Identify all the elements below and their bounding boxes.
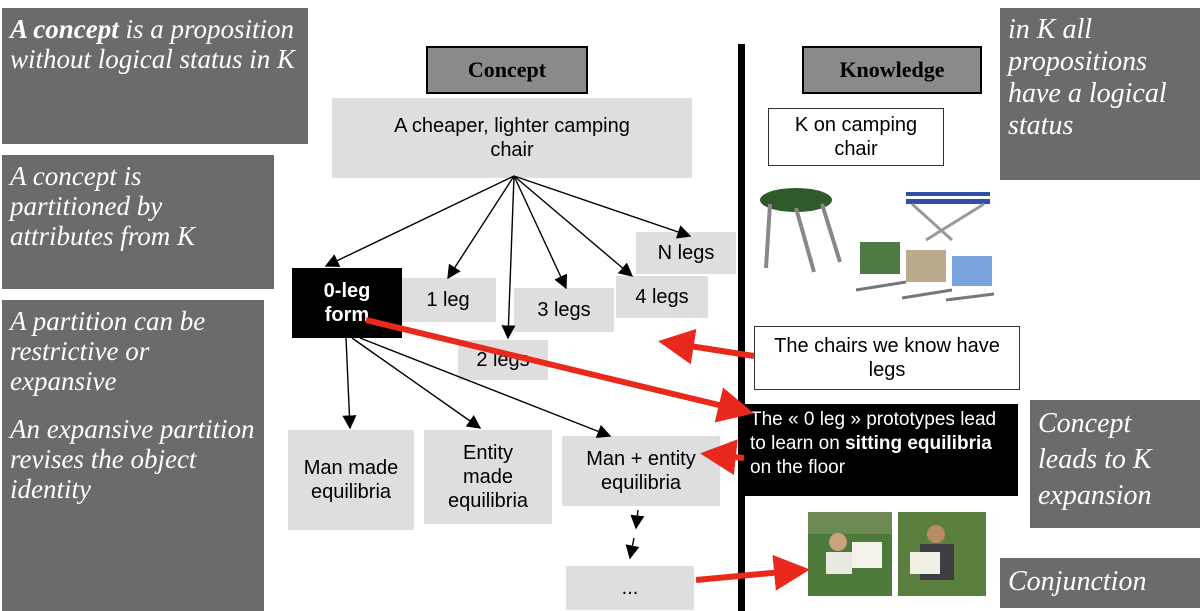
prototype-box: The « 0 leg » prototypes lead to learn o…: [742, 404, 1018, 496]
stool-leg-3: [820, 203, 842, 263]
header-concept: Concept: [426, 46, 588, 94]
k-camping-box: K on camping chair: [768, 108, 944, 166]
two-legs-box: 2 legs: [458, 340, 548, 380]
photo-2-head: [927, 525, 945, 543]
prototype-bold-text: sitting equilibria: [845, 433, 992, 454]
photo-2-paper: [910, 552, 940, 574]
one-leg-box: 1 leg: [400, 278, 496, 322]
stool-leg-2: [794, 207, 816, 273]
green-chair-leg: [855, 280, 907, 292]
stool-leg-1: [764, 203, 772, 269]
prototype-pre-text: The « 0 leg » prototypes lead to learn o…: [750, 409, 997, 454]
header-knowledge-text: Knowledge: [839, 57, 945, 82]
header-concept-text: Concept: [467, 57, 547, 82]
arrow-root-n: [513, 175, 692, 239]
note-partitioned: A concept is partitioned by attributes f…: [2, 155, 274, 289]
note-expansion-text: Concept leads to K expansion: [1038, 408, 1152, 511]
arrow-man-entity-2: [625, 537, 640, 560]
note-expansive-revision-text: An expansive partition revises the objec…: [10, 414, 255, 504]
man-made-text: Man made equilibria: [303, 457, 399, 503]
chairs-legs-box: The chairs we know have legs: [754, 326, 1020, 390]
table-stripe: [906, 196, 990, 199]
blue-chair-leg: [945, 292, 995, 302]
n-legs-text: N legs: [657, 242, 715, 264]
one-leg-text: 1 leg: [426, 289, 470, 311]
divider-line: [738, 44, 745, 611]
camping-chairs-image: [760, 188, 995, 302]
photo-1-body: [826, 552, 852, 574]
note-knowledge-status-text: in K all propositions have a logical sta…: [1008, 14, 1167, 141]
chairs-legs-text: The chairs we know have legs: [774, 335, 1000, 381]
table-leg-1: [910, 202, 954, 242]
red-arrow-ellipsis-photo: [695, 554, 810, 591]
four-legs-text: 4 legs: [635, 286, 689, 308]
root-concept-text: A cheaper, lighter camping chair: [394, 115, 630, 161]
note-concept-lead: A concept: [10, 14, 119, 44]
arrow-root-two: [501, 175, 516, 340]
note-concept-rest: is a proposition without logical status …: [10, 14, 296, 74]
n-legs-box: N legs: [636, 232, 736, 274]
root-concept-box: A cheaper, lighter camping chair: [332, 98, 692, 178]
red-arrow-prototype-man-entity: [700, 439, 745, 476]
note-concept-definition: A concept is a proposition without logic…: [2, 8, 308, 144]
note-partitioned-text: A concept is partitioned by attributes f…: [10, 161, 196, 251]
four-legs-box: 4 legs: [616, 276, 708, 318]
note-conjunction-text: Conjunction: [1008, 566, 1147, 597]
photo-1-head: [829, 533, 847, 551]
red-arrow-chairs-tree: [658, 328, 755, 365]
man-entity-text: Man + entity equilibria: [586, 448, 696, 494]
photo-1-paper: [852, 542, 882, 568]
note-partition-types: A partition can be restrictive or expans…: [2, 300, 264, 611]
man-entity-box: Man + entity equilibria: [562, 436, 720, 506]
red-arrow-zero-prototype: [365, 317, 754, 423]
arrow-zero-man-entity: [359, 337, 612, 438]
green-chair-back: [860, 242, 900, 274]
arrow-root-one: [447, 175, 515, 280]
arrow-root-four: [513, 175, 634, 277]
arrow-root-three: [513, 175, 568, 290]
table-leg-2: [925, 202, 985, 242]
tan-chair-leg: [901, 288, 953, 300]
entity-made-text: Entity made equilibria: [447, 442, 529, 512]
people-sitting-image: [808, 512, 986, 596]
ellipsis-box: ...: [566, 566, 694, 610]
note-conjunction: Conjunction: [1000, 558, 1200, 608]
header-knowledge: Knowledge: [802, 46, 982, 94]
prototype-post-text: on the floor: [750, 457, 846, 478]
photo-1-sky: [808, 512, 892, 534]
three-legs-box: 3 legs: [514, 288, 614, 332]
three-legs-text: 3 legs: [537, 299, 591, 321]
k-camping-text: K on camping chair: [794, 114, 918, 160]
stool-seat: [760, 188, 832, 212]
arrow-man-entity-1: [630, 509, 645, 530]
tan-chair-back: [906, 250, 946, 282]
blue-chair-back: [952, 256, 992, 286]
note-partition-types-text: A partition can be restrictive or expans…: [10, 306, 206, 396]
note-knowledge-status: in K all propositions have a logical sta…: [1000, 8, 1200, 180]
zero-leg-text: 0-leg form: [323, 280, 371, 326]
note-expansion: Concept leads to K expansion: [1030, 400, 1200, 528]
entity-made-box: Entity made equilibria: [424, 430, 552, 524]
arrow-root-zero: [324, 175, 515, 267]
arrow-zero-entity: [351, 337, 482, 429]
man-made-box: Man made equilibria: [288, 430, 414, 530]
arrow-zero-man: [342, 337, 357, 430]
ellipsis-text: ...: [621, 577, 639, 599]
